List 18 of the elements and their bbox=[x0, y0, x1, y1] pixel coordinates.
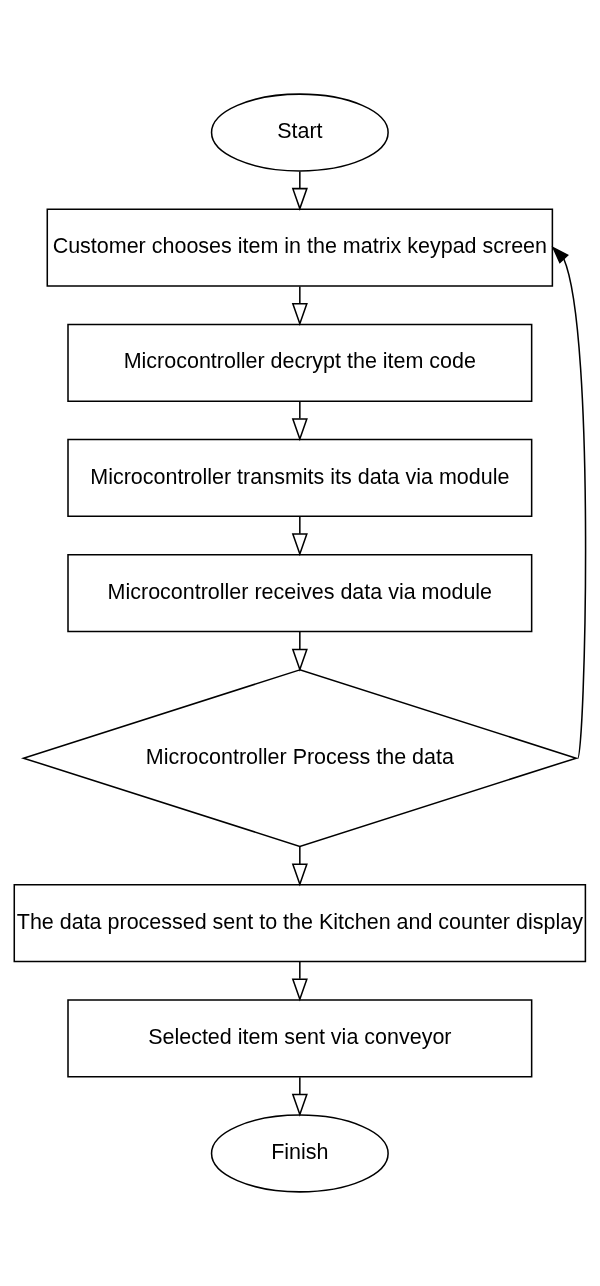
arrow bbox=[291, 1076, 308, 1117]
arrow bbox=[551, 246, 587, 759]
arrow bbox=[291, 400, 308, 442]
node-box: Customer chooses item in the matrix keypad screen bbox=[46, 208, 554, 287]
node-ellipse: Start bbox=[210, 93, 389, 172]
node-box: The data processed sent to the Kitchen and counter display bbox=[13, 884, 587, 963]
node-box: Microcontroller transmits its data via module bbox=[67, 438, 533, 518]
arrow bbox=[291, 631, 308, 672]
arrow bbox=[291, 961, 308, 1002]
node-box: Microcontroller decrypt the item code bbox=[67, 323, 533, 402]
arrow bbox=[291, 846, 308, 887]
arrow bbox=[291, 170, 308, 211]
node-ellipse: Finish bbox=[210, 1114, 389, 1193]
node-diamond: Microcontroller Process the data bbox=[20, 669, 579, 848]
node-box: Selected item sent via conveyor bbox=[67, 999, 533, 1078]
arrow bbox=[291, 285, 308, 327]
arrow bbox=[291, 516, 308, 557]
node-box: Microcontroller receives data via module bbox=[67, 553, 533, 633]
